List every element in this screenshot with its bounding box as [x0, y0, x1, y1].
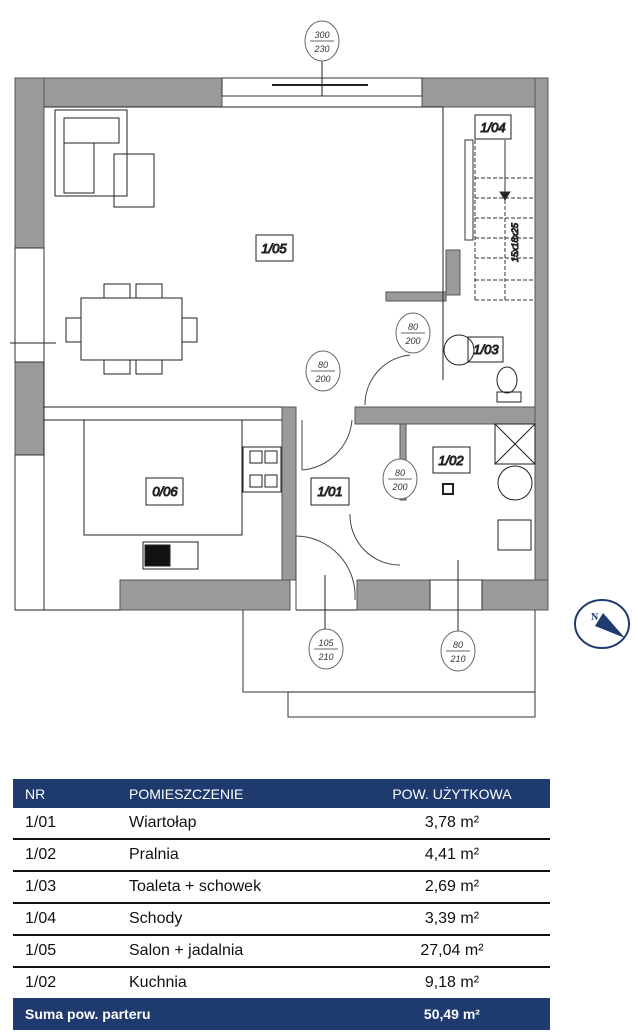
porch	[242, 610, 536, 718]
room-label-1-04: 1/04	[480, 120, 505, 135]
door-label-w: 80	[395, 468, 405, 478]
door-label-h: 210	[317, 652, 333, 662]
floor-plan: 15x18x25 1/05 1/04 1/03 0/06 1/01 1/02	[10, 20, 630, 718]
cell-area: 3,78 m²	[353, 808, 550, 840]
cell-area: 2,69 m²	[353, 871, 550, 904]
window-pralnia	[429, 579, 483, 611]
table-row: 1/02 Kuchnia 9,18 m²	[13, 967, 550, 998]
cell-nr: 1/01	[13, 808, 117, 840]
door-swings	[295, 354, 411, 610]
door-label-w: 105	[318, 638, 334, 648]
total-area: 50,49 m²	[353, 998, 550, 1030]
cell-room: Wiartołap	[117, 808, 354, 840]
compass-north-label: N	[591, 612, 599, 623]
compass-icon: N	[574, 599, 630, 649]
kitchen-island	[83, 419, 243, 536]
header-room: POMIESZCZENIE	[117, 779, 354, 808]
window-kitchen	[14, 454, 45, 611]
total-label: Suma pow. parteru	[13, 998, 354, 1030]
door-label-h: 200	[391, 482, 407, 492]
room-label-1-03: 1/03	[473, 342, 499, 357]
cell-nr: 1/02	[25, 974, 57, 991]
walls	[14, 77, 549, 611]
header-area: POW. UŻYTKOWA	[353, 779, 550, 808]
cell-room: Toaleta + schowek	[117, 871, 354, 904]
kitchen-sink-icon	[142, 541, 199, 570]
dining-table	[65, 283, 198, 375]
door-label-h: 230	[313, 44, 329, 54]
window-left	[14, 247, 45, 363]
laundry-fixtures	[442, 423, 536, 551]
table-header: NR POMIESZCZENIE POW. UŻYTKOWA	[13, 779, 550, 808]
header-nr: NR	[13, 779, 117, 808]
cell-area: 9,18 m²	[424, 974, 480, 991]
door-label-h: 200	[404, 336, 420, 346]
cell-room: Schody	[117, 903, 354, 936]
cell-nr: 1/02	[13, 839, 117, 872]
sofa	[54, 109, 128, 197]
door-label-h: 200	[314, 374, 330, 384]
room-label-1-01: 1/01	[317, 484, 342, 499]
cell-area: 27,04 m²	[353, 935, 550, 968]
door-label-w: 80	[453, 640, 463, 650]
staircase	[464, 139, 535, 301]
door-label-w: 80	[408, 322, 418, 332]
cell-area: 4,41 m²	[353, 839, 550, 872]
coffee-table	[113, 153, 155, 208]
room-label-1-05: 1/05	[261, 241, 287, 256]
room-label-0-06: 0/06	[152, 484, 178, 499]
door-label-w: 80	[318, 360, 328, 370]
cooktop-icon	[242, 446, 282, 493]
cell-room: Kuchnia	[129, 974, 187, 991]
cell-nr: 1/05	[13, 935, 117, 968]
room-label-1-02: 1/02	[438, 453, 464, 468]
door-label-h: 210	[449, 654, 465, 664]
cell-area: 3,39 m²	[353, 903, 550, 936]
cell-room: Pralnia	[117, 839, 354, 872]
cell-nr: 1/03	[13, 871, 117, 904]
washbasin-icon	[443, 334, 475, 366]
toilet-icon	[496, 366, 518, 394]
cell-room: Salon + jadalnia	[117, 935, 354, 968]
door-label-w: 300	[314, 30, 329, 40]
cell-nr: 1/04	[13, 903, 117, 936]
stairs-label: 15x18x25	[510, 222, 520, 262]
